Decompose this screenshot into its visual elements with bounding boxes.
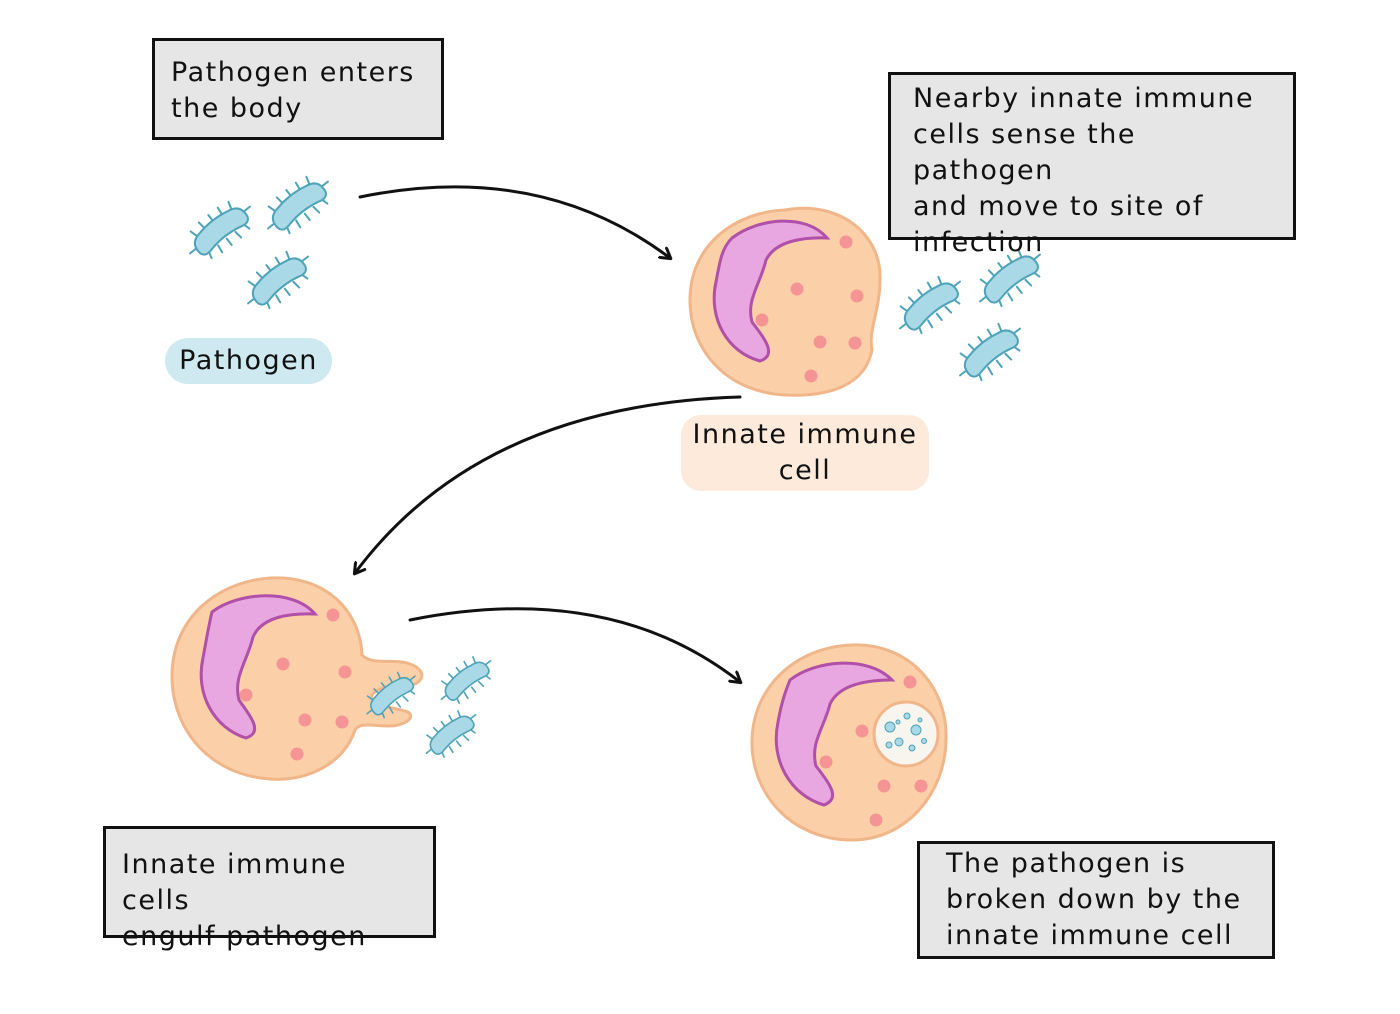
pathogen-icon (947, 312, 1033, 392)
step-engulf-box: Innate immune cells engulf pathogen (103, 826, 436, 952)
granules (819, 675, 928, 827)
immune-cell-digesting (750, 643, 948, 842)
arrow-to-breakdown (408, 607, 740, 682)
immune-cell-engulfing (170, 576, 426, 781)
pathogen-group-near-cell (416, 647, 501, 767)
pathogen-group-at-site (887, 238, 1053, 392)
pathogen-icon (177, 190, 263, 270)
step-pathogen-enters-box: Pathogen enters the body (152, 38, 444, 140)
pathogen-icon (255, 165, 341, 245)
pathogen-label-background (165, 338, 332, 384)
nucleus-icon (774, 661, 896, 807)
immune-cell-sensing (688, 206, 882, 397)
granules (755, 235, 864, 383)
granules (239, 608, 352, 761)
nucleus-icon (199, 594, 319, 740)
pathogen-icon (235, 240, 321, 320)
pathogen-label: Pathogen (179, 345, 318, 376)
immune-cell-label-background (681, 415, 929, 491)
phagosome-icon (872, 700, 940, 768)
arrow-to-immune-cell (358, 185, 670, 258)
pathogen-icon (431, 647, 501, 713)
step-cells-sense-box: Nearby innate immune cells sense the pat… (888, 72, 1296, 258)
pathogen-icon (416, 701, 486, 767)
immune-cell-label: Innate immune cell (692, 419, 918, 486)
step-breakdown-box: The pathogen is broken down by the innat… (917, 841, 1275, 959)
pathogen-group-entering (177, 165, 341, 320)
nucleus-icon (712, 219, 831, 363)
pathogen-icon (887, 265, 973, 345)
arrow-to-engulf (355, 395, 742, 573)
